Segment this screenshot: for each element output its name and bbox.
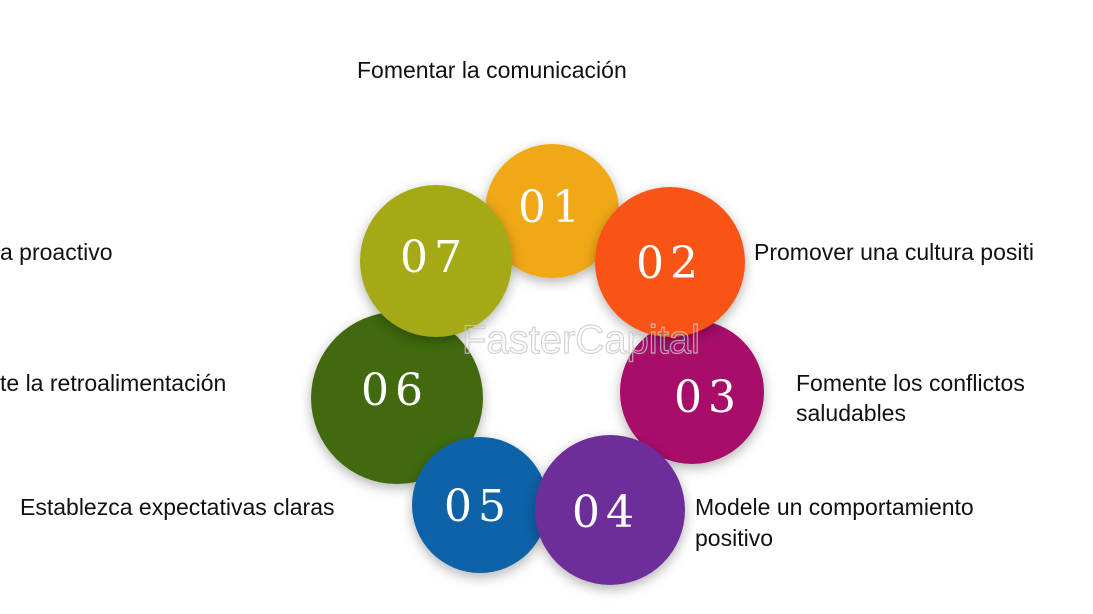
label-03-line1: Fomente los conflictos — [796, 370, 1025, 396]
circle-06-shape — [311, 312, 483, 484]
circle-05-shape — [412, 437, 548, 573]
label-04-line2: positivo — [695, 525, 773, 551]
label-07: a proactivo — [0, 239, 113, 265]
circle-05-number: 05 — [444, 481, 512, 532]
circle-03: 03 — [620, 320, 764, 464]
circle-06-number: 06 — [361, 365, 429, 416]
circle-04: 04 — [535, 435, 685, 585]
circle-01-number: 01 — [518, 182, 586, 233]
circle-01: 01 — [485, 144, 619, 278]
circle-04-shape — [535, 435, 685, 585]
circle-02: 02 — [595, 187, 745, 337]
label-03-line2: saludables — [796, 400, 906, 426]
label-01: Fomentar la comunicación — [357, 57, 627, 83]
circle-07-number: 07 — [400, 232, 468, 283]
circle-03-shape — [620, 320, 764, 464]
circle-04-number: 04 — [572, 487, 640, 538]
circle-01-shape — [485, 144, 619, 278]
circle-07-shape — [360, 185, 512, 337]
label-06: te la retroalimentación — [0, 370, 226, 396]
circle-05: 05 — [412, 437, 548, 573]
label-02: Promover una cultura positi — [754, 239, 1034, 265]
circle-07: 07 — [360, 185, 512, 337]
circle-03-number: 03 — [674, 372, 742, 423]
label-04-line1: Modele un comportamiento — [695, 494, 974, 520]
circle-06: 06 — [311, 312, 483, 484]
circle-02-shape — [595, 187, 745, 337]
label-05: Establezca expectativas claras — [20, 494, 335, 520]
watermark: FasterCapital — [462, 318, 700, 362]
circle-02-number: 02 — [636, 238, 704, 289]
